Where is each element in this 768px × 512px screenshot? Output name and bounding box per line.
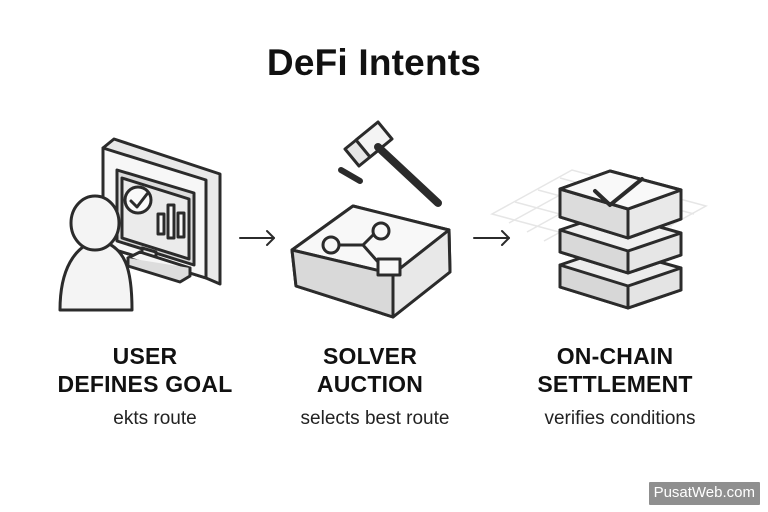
step-settlement-title-line2: SETTLEMENT: [537, 371, 693, 397]
user-monitor-icon: [58, 137, 222, 312]
step-user-title-line1: USER: [112, 343, 178, 369]
arrow-right-icon: [473, 230, 510, 246]
step-solver-title: SOLVER AUCTION: [260, 342, 480, 398]
person-icon: [58, 194, 134, 312]
watermark-badge: PusatWeb.com: [648, 482, 760, 505]
step-settlement-title-line1: ON-CHAIN: [556, 343, 674, 369]
gavel-icon: [338, 120, 442, 207]
gavel-flow-icon: [290, 120, 452, 319]
step-user-title: USER DEFINES GOAL: [30, 342, 260, 398]
flow-panel-icon: [290, 204, 452, 319]
step-settlement-title: ON-CHAIN SETTLEMENT: [500, 342, 730, 398]
checkmark-stack-icon: [558, 169, 683, 310]
monitor-icon: [101, 137, 222, 286]
step-solver-title-line2: AUCTION: [316, 371, 424, 397]
step-user-subtitle: ekts route: [113, 408, 197, 429]
step-solver-title-line1: SOLVER: [322, 343, 418, 369]
step-user-title-line2: DEFINES GOAL: [57, 371, 233, 397]
step-solver-subtitle: selects best route: [300, 408, 450, 429]
diagram-title: DeFi Intents: [266, 42, 482, 83]
arrow-right-icon: [239, 230, 275, 246]
step-settlement-subtitle: verifies conditions: [544, 408, 696, 429]
